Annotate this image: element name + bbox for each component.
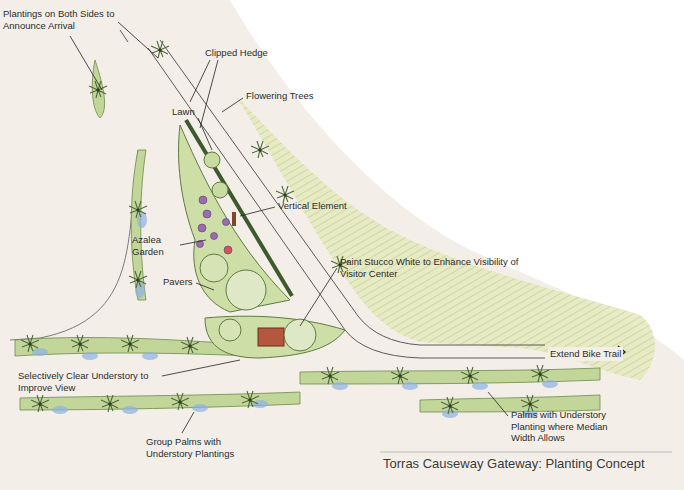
callout-label: Pavers (163, 276, 193, 288)
callout-label: Flowering Trees (246, 90, 314, 102)
median-planting (15, 60, 600, 412)
woodland-area (235, 95, 655, 380)
callout-label: Plantings on Both Sides to Announce Arri… (3, 8, 125, 31)
plan-title: Torras Causeway Gateway: Planting Concep… (383, 456, 645, 471)
callout-label: Group Palms with Understory Plantings (146, 436, 250, 459)
trees (200, 152, 316, 351)
callout-label: Vertical Element (278, 200, 347, 212)
shadows (32, 212, 558, 418)
clipped-hedge (186, 120, 292, 296)
visitor-center (258, 328, 284, 346)
callout-label: Clipped Hedge (205, 47, 268, 59)
callout-label: Selectively Clear Understory to Improve … (18, 370, 160, 393)
side-road (10, 150, 138, 340)
callout-label: Lawn (172, 106, 195, 118)
vertical-element (232, 212, 236, 226)
azalea-garden (197, 196, 233, 254)
callout-label: Extend Bike Trail (548, 347, 623, 361)
title-rule (380, 452, 672, 453)
callout-label: Paint Stucco White to Enhance Visibility… (340, 256, 522, 279)
visitor-center-island (205, 316, 345, 358)
palms (21, 41, 549, 414)
callout-label: Azalea Garden (132, 234, 178, 257)
callout-label: Palms with Understory Planting where Med… (511, 409, 629, 444)
gateway-median (179, 125, 290, 312)
causeway-road (120, 30, 545, 358)
